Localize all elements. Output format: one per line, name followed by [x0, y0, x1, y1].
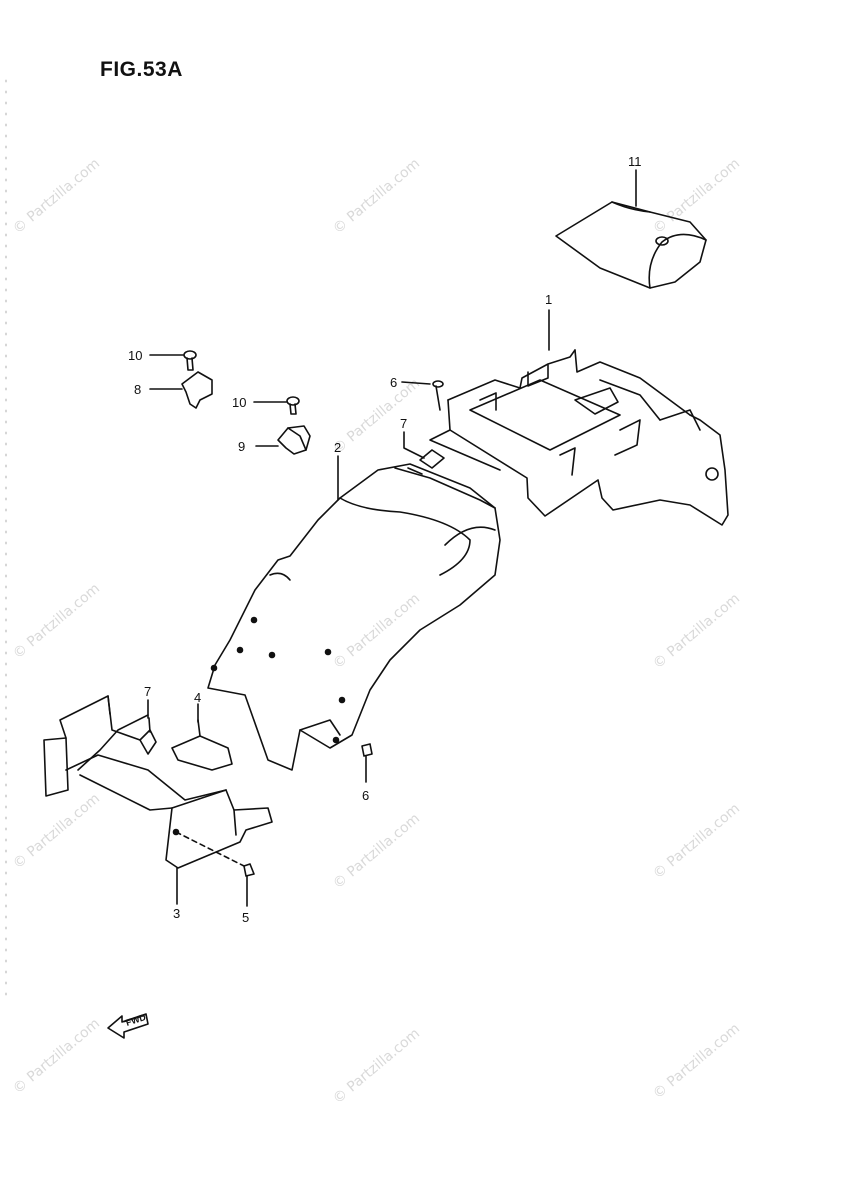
callout-1: 1 — [545, 292, 552, 307]
callout-7-left: 7 — [144, 684, 151, 699]
part-1-frame — [429, 349, 729, 526]
callout-3: 3 — [173, 906, 180, 921]
figure-title: FIG.53A — [100, 58, 183, 81]
part-11-cover — [555, 201, 707, 289]
part-6-screw-lower — [361, 743, 373, 783]
callout-10-upper: 10 — [128, 348, 142, 363]
callout-6-upper: 6 — [390, 375, 397, 390]
callout-9: 9 — [238, 439, 245, 454]
part-7-clip-right — [403, 431, 445, 469]
part-2-rear-fender — [207, 463, 501, 771]
part-6-screw-upper — [401, 380, 444, 411]
callout-6: 6 — [362, 788, 369, 803]
callout-11: 11 — [628, 154, 642, 169]
part-10-bolt-lower — [253, 396, 300, 415]
part-5-screw — [175, 831, 255, 907]
part-3-bracket — [43, 695, 273, 869]
part-10-bolt-upper — [149, 350, 197, 371]
callout-5: 5 — [242, 910, 249, 925]
callout-8: 8 — [134, 382, 141, 397]
callout-2: 2 — [334, 440, 341, 455]
part-7-clip-left — [139, 717, 157, 755]
part-4-plate — [171, 719, 233, 771]
callout-10-lower: 10 — [232, 395, 246, 410]
part-8-clamp — [149, 371, 213, 409]
callout-7-right: 7 — [400, 416, 407, 431]
callout-4: 4 — [194, 690, 201, 705]
part-9-clamp — [255, 425, 311, 455]
forward-arrow-icon — [107, 1013, 149, 1039]
